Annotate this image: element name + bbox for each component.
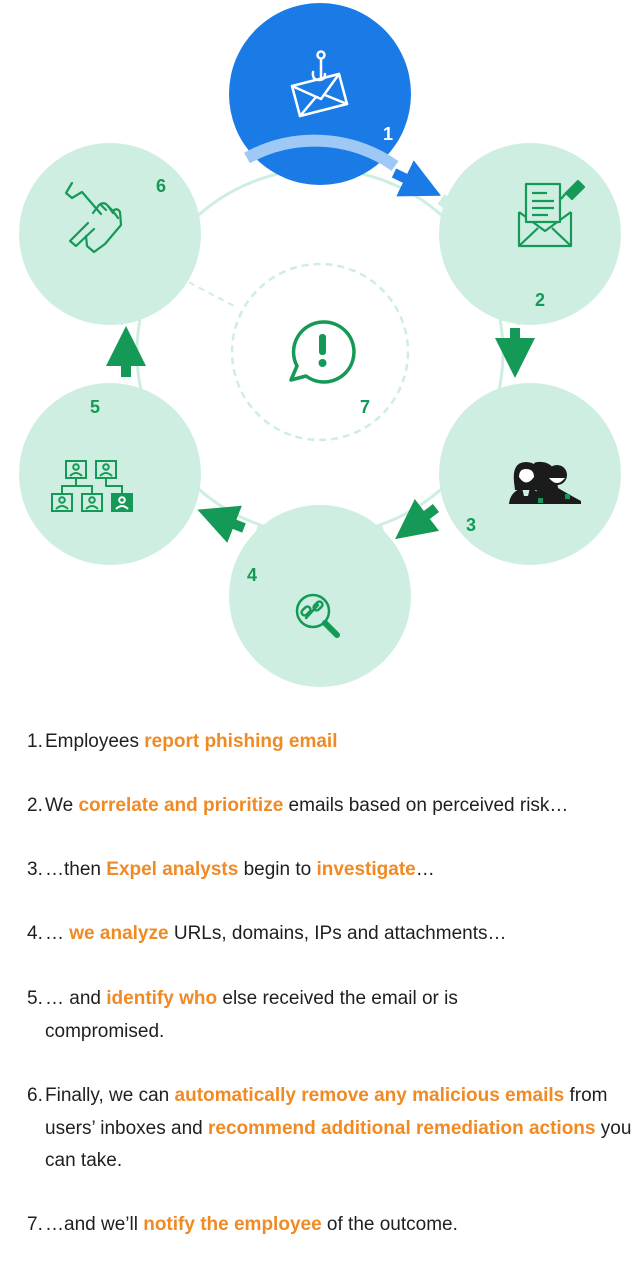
step-highlight: correlate and prioritize <box>78 795 284 816</box>
step-text-segment: Finally, we can <box>45 1085 175 1106</box>
step-highlight: notify the employee <box>143 1214 322 1235</box>
step-number: 4. <box>27 923 43 944</box>
node-2-circle <box>439 143 621 325</box>
step-number: 6. <box>27 1085 43 1106</box>
node-1-circle <box>229 3 411 185</box>
phishing-workflow-diagram: 1 2 3 4 <box>19 3 621 687</box>
step-text-segment: Employees <box>45 731 145 752</box>
step-item: 3.…then Expel analysts begin to investig… <box>27 854 632 887</box>
step-number: 1. <box>27 731 43 752</box>
step-text-segment: of the outcome. <box>321 1214 458 1235</box>
step-highlight: recommend additional remediation actions <box>208 1117 596 1139</box>
step-highlight: report phishing email <box>144 731 338 752</box>
node-3-number: 3 <box>466 515 476 535</box>
arrow-3-to-4 <box>395 498 440 540</box>
step-highlight: we analyze <box>69 923 169 944</box>
step-text: …then Expel analysts begin to investigat… <box>27 854 632 887</box>
step-text-segment: else received the email or is compromise… <box>45 988 458 1042</box>
step-text-segment: We <box>45 795 79 816</box>
wrench-hand-icon <box>64 181 123 254</box>
step-item: 1.Employees report phishing email <box>27 726 632 759</box>
node-6-circle <box>19 143 201 325</box>
alert-speech-bubble-icon <box>289 320 356 384</box>
step-text-segment: … and <box>45 988 107 1009</box>
step-text-segment: URLs, domains, IPs and attachments… <box>168 923 507 944</box>
step-text-segment: …and we’ll <box>45 1214 144 1235</box>
step-text: … we analyze URLs, domains, IPs and atta… <box>27 918 632 951</box>
org-chart-icon <box>51 460 133 512</box>
step-item: 7.…and we’ll notify the employee of the … <box>27 1209 632 1242</box>
step-highlight: identify who <box>106 988 218 1009</box>
step-text-segment: from users’ inboxes and <box>45 1085 608 1139</box>
node-2-number: 2 <box>535 290 545 310</box>
step-text-segment: …then <box>45 859 107 880</box>
arrow-1-to-2 <box>391 160 442 197</box>
step-number: 5. <box>27 988 43 1009</box>
link-search-icon <box>295 593 340 638</box>
step-text: We correlate and prioritize emails based… <box>27 790 632 823</box>
step-text: Finally, we can automatically remove any… <box>27 1080 640 1178</box>
step-number: 3. <box>27 859 43 880</box>
node-5-number: 5 <box>90 397 100 417</box>
step-highlight: automatically remove any malicious email… <box>174 1085 565 1106</box>
step-text-segment: you can take. <box>45 1117 632 1172</box>
step-text-segment: begin to <box>238 859 317 880</box>
step-item: 5.… and identify who else received the e… <box>27 983 632 1048</box>
step-text: … and identify who else received the ema… <box>27 983 530 1048</box>
step-text-segment: … <box>45 923 70 944</box>
step-item: 6.Finally, we can automatically remove a… <box>27 1080 632 1178</box>
step-highlight: investigate <box>316 859 416 880</box>
step-item: 4.… we analyze URLs, domains, IPs and at… <box>27 918 632 951</box>
step-text: Employees report phishing email <box>27 726 632 759</box>
step-text-segment: emails based on perceived risk… <box>283 795 569 816</box>
step-text-segment: … <box>415 859 435 880</box>
arrow-4-to-5 <box>197 505 246 543</box>
step-number: 2. <box>27 795 43 816</box>
node-1-light-arc <box>244 134 399 171</box>
step-number: 7. <box>27 1214 43 1235</box>
email-document-icon <box>517 179 586 248</box>
node-1-number: 1 <box>383 124 393 144</box>
node-4-number: 4 <box>247 565 257 585</box>
node-7-number: 7 <box>360 397 370 417</box>
phishing-email-icon <box>290 50 349 118</box>
step-highlight: Expel analysts <box>106 859 239 880</box>
step-item: 2.We correlate and prioritize emails bas… <box>27 790 632 823</box>
step-text: …and we’ll notify the employee of the ou… <box>27 1209 632 1242</box>
node-6-number: 6 <box>156 176 166 196</box>
analysts-icon <box>509 461 581 504</box>
